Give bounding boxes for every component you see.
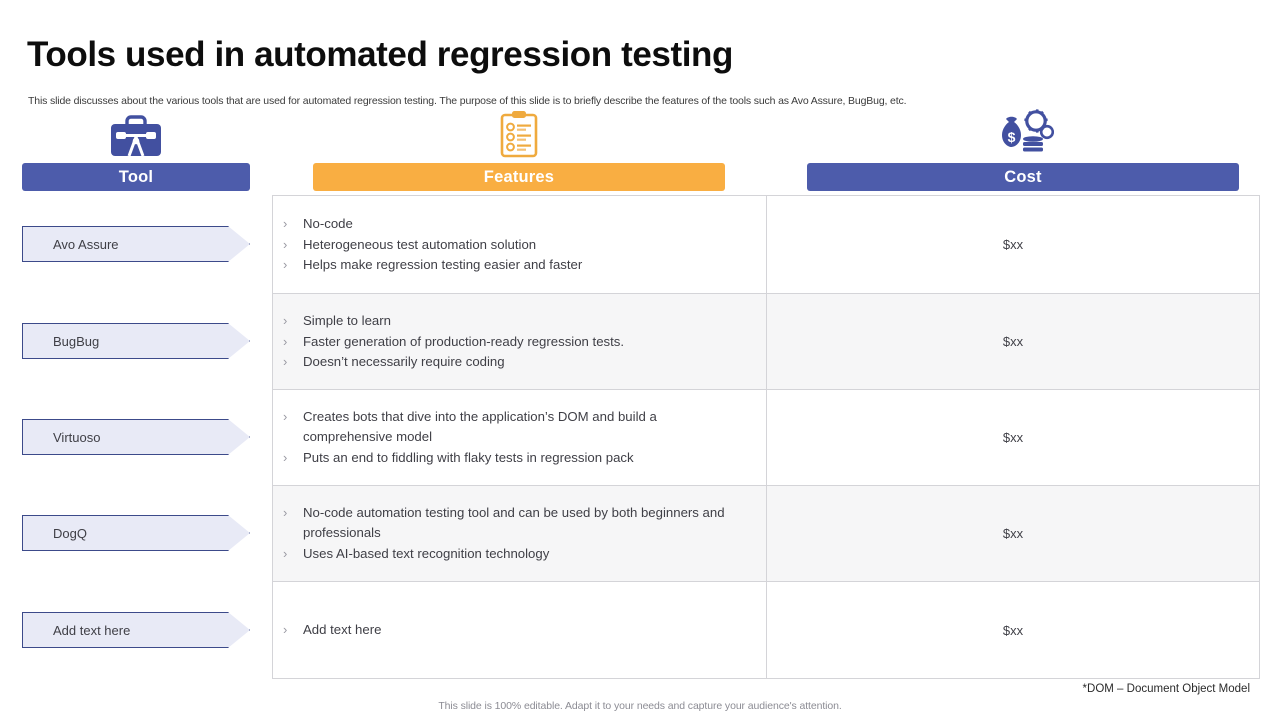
feature-bullet: › Helps make regression testing easier an… (283, 255, 740, 275)
cost-cell: $xx (1002, 334, 1024, 349)
chevron-right-icon: › (283, 505, 288, 521)
tool-name-label: DogQ (53, 525, 87, 541)
toolbox-icon (104, 113, 168, 159)
page-title: Tools used in automated regression testi… (27, 35, 733, 74)
table-row: › No-code automation testing tool and can… (273, 486, 1259, 582)
tool-name-label: Avo Assure (53, 236, 119, 252)
table-row: › Add text here $xx (273, 582, 1259, 678)
feature-bullet: › No-code automation testing tool and can… (283, 503, 740, 543)
chevron-right-icon: › (283, 215, 288, 231)
table-row: › Creates bots that dive into the applica… (273, 390, 1259, 486)
chevron-right-icon: › (283, 236, 288, 252)
feature-text: Add text here (303, 622, 382, 638)
chevron-right-icon: › (283, 257, 288, 273)
table-body: › No-code › Heterogeneous test automation s… (273, 196, 1259, 678)
column-header-features: Features (313, 163, 725, 191)
tool-name-label: Add text here (53, 622, 131, 638)
money-bag-gears-icon: $ (991, 109, 1055, 156)
svg-text:$: $ (1008, 129, 1016, 145)
chevron-right-icon: › (283, 545, 288, 561)
chevron-right-icon: › (283, 312, 288, 328)
cost-cell: $xx (1002, 622, 1024, 638)
features-cell: › Creates bots that dive into the applica… (273, 390, 767, 485)
table-row: › Simple to learn › Faster generation of pr… (273, 294, 1259, 390)
dom-footnote: *DOM – Document Object Model (1082, 683, 1250, 695)
features-cost-table: › No-code › Heterogeneous test automation s… (272, 195, 1260, 679)
chevron-right-icon: › (283, 354, 288, 370)
feature-bullet: › No-code (283, 214, 740, 234)
chevron-right-icon: › (283, 449, 288, 465)
tool-chevron[interactable]: DogQ (22, 515, 250, 551)
feature-text: No-code automation testing tool and can … (303, 505, 725, 541)
features-cell: › Simple to learn › Faster generation of pr… (273, 294, 767, 389)
feature-bullet: › Uses AI-based text recognition technolo… (283, 544, 740, 564)
feature-text: Faster generation of production-ready re… (303, 333, 625, 349)
tool-chevron[interactable]: Avo Assure (22, 226, 250, 262)
column-header-tool: Tool (22, 163, 250, 191)
feature-text: No-code (303, 215, 353, 231)
page-subtitle: This slide discusses about the various t… (28, 95, 907, 107)
feature-text: Doesn’t necessarily require coding (303, 354, 505, 370)
chevron-right-icon: › (283, 409, 288, 425)
feature-bullet: › Creates bots that dive into the applica… (283, 407, 740, 447)
feature-text: Puts an end to fiddling with flaky tests… (303, 449, 634, 465)
chevron-right-icon: › (283, 333, 288, 349)
feature-text: Uses AI-based text recognition technolog… (303, 545, 550, 561)
features-cell: › Add text here (273, 582, 767, 678)
cost-cell: $xx (1002, 430, 1024, 445)
chevron-right-icon: › (283, 622, 288, 638)
tool-chevron[interactable]: Virtuoso (22, 419, 250, 455)
features-cell: › No-code › Heterogeneous test automation s… (273, 196, 767, 293)
tool-chevron[interactable]: Add text here (22, 612, 250, 648)
feature-bullet: › Faster generation of production-ready r… (283, 332, 740, 352)
feature-bullet: › Add text here (283, 620, 740, 640)
slide-footer-note: This slide is 100% editable. Adapt it to… (438, 700, 842, 712)
feature-text: Creates bots that dive into the applicat… (303, 409, 657, 445)
tool-chevron[interactable]: BugBug (22, 323, 250, 359)
tool-name-label: Virtuoso (53, 429, 101, 445)
feature-text: Helps make regression testing easier and… (303, 257, 583, 273)
cost-cell: $xx (1002, 526, 1024, 541)
feature-text: Simple to learn (303, 312, 391, 328)
feature-bullet: › Doesn’t necessarily require coding (283, 352, 740, 372)
clipboard-checklist-icon (487, 111, 551, 158)
feature-bullet: › Heterogeneous test automation solution (283, 235, 740, 255)
feature-bullet: › Puts an end to fiddling with flaky test… (283, 448, 740, 468)
tool-name-label: BugBug (53, 333, 100, 349)
table-row: › No-code › Heterogeneous test automation s… (273, 196, 1259, 294)
cost-cell: $xx (1002, 237, 1024, 252)
features-cell: › No-code automation testing tool and can… (273, 486, 767, 581)
column-header-cost: Cost (807, 163, 1239, 191)
feature-bullet: › Simple to learn (283, 311, 740, 331)
feature-text: Heterogeneous test automation solution (303, 236, 537, 252)
